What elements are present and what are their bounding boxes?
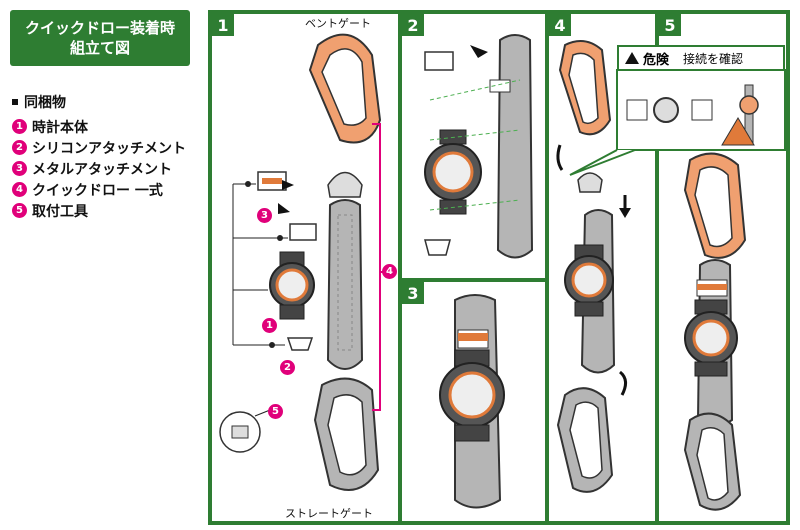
- title-line1: クイックドロー装着時: [24, 19, 175, 37]
- number-badge: 1: [12, 119, 27, 134]
- list-item-label: メタルアタッチメント: [32, 161, 172, 178]
- metal-attachment-stripe: [262, 178, 282, 184]
- number-badge: 2: [12, 140, 27, 155]
- list-item: 1 時計本体: [12, 116, 186, 137]
- callout-bracket: [372, 123, 381, 411]
- step-2-illustration: [424, 34, 534, 259]
- rubber-retainer: [327, 171, 363, 198]
- panel-divider: [545, 10, 549, 525]
- silicone-attachment: [286, 337, 314, 351]
- list-item: 3 メタルアタッチメント: [12, 158, 186, 179]
- bullet-square-icon: [12, 99, 18, 105]
- warning-inset: [569, 69, 786, 176]
- panel-divider: [398, 278, 548, 282]
- step-4-illustration: [556, 40, 631, 493]
- step-2-tag: 2: [402, 14, 424, 36]
- straight-gate-carabiner: [313, 377, 380, 491]
- list-item: 2 シリコンアタッチメント: [12, 137, 186, 158]
- list-item-label: 時計本体: [32, 119, 88, 136]
- callout-5: 5: [268, 404, 283, 419]
- list-item: 4 クイックドロー 一式: [12, 179, 186, 200]
- title-line2: 組立て図: [69, 39, 130, 57]
- warning-icon: [625, 52, 639, 64]
- list-item: 5 取付工具: [12, 200, 186, 221]
- arrow-icon: [282, 180, 294, 190]
- straight-gate-caption: ストレートゲート: [285, 507, 373, 520]
- list-item-label: 取付工具: [32, 203, 88, 220]
- step-5-tag: 5: [659, 14, 681, 36]
- title-box: クイックドロー装着時 組立て図: [10, 10, 190, 66]
- warning-message: 接続を確認: [683, 51, 744, 66]
- step-3-illustration: [439, 294, 505, 509]
- panel-divider: [398, 10, 402, 525]
- contents-heading-label: 同梱物: [24, 95, 66, 111]
- callout-1: 1: [262, 318, 277, 333]
- step-3-tag: 3: [402, 282, 424, 304]
- warning-header: 危険 接続を確認: [617, 45, 785, 71]
- number-badge: 5: [12, 203, 27, 218]
- tool-inset: [219, 411, 261, 453]
- list-item-label: シリコンアタッチメント: [32, 140, 186, 157]
- warning-danger-label: 危険: [643, 52, 670, 68]
- number-badge: 4: [12, 182, 27, 197]
- bent-gate-caption: ベントゲート: [305, 17, 371, 30]
- callout-2: 2: [280, 360, 295, 375]
- contents-list: 同梱物 1 時計本体 2 シリコンアタッチメント 3 メタルアタッチメント 4 クイック…: [12, 92, 186, 221]
- step-4-tag: 4: [549, 14, 571, 36]
- sling: [326, 199, 364, 370]
- arrow-icon: [278, 203, 290, 214]
- step-5-illustration: [683, 152, 747, 511]
- watch-body: [269, 251, 315, 320]
- diagram-frame: [208, 10, 790, 525]
- callout-4: 4: [382, 264, 397, 279]
- panel-divider: [655, 10, 659, 525]
- contents-heading: 同梱物: [12, 92, 186, 112]
- list-item-label: クイックドロー 一式: [32, 182, 163, 199]
- step-1-tag: 1: [212, 14, 234, 36]
- number-badge: 3: [12, 161, 27, 176]
- bent-gate-carabiner: [308, 33, 382, 144]
- metal-attachment: [289, 223, 317, 241]
- callout-3: 3: [257, 208, 272, 223]
